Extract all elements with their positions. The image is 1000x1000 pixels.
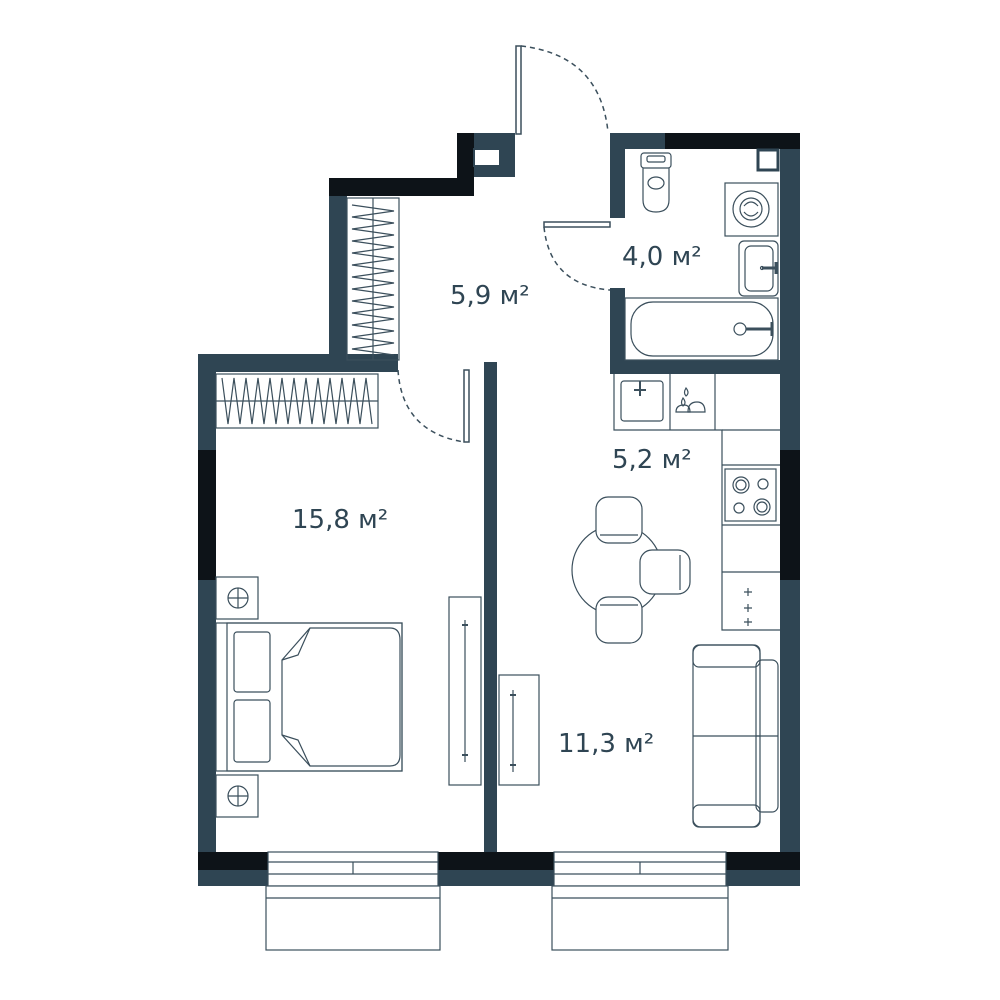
furniture [215, 152, 780, 828]
kitchen-sink [620, 380, 664, 422]
living-closet [498, 674, 540, 786]
bedroom-door [397, 369, 470, 443]
wall-dark-right [780, 450, 800, 580]
wall-bath-left-bottom [610, 288, 625, 374]
bathtub [624, 297, 779, 361]
wall-left [198, 354, 216, 886]
pillow [233, 631, 271, 693]
room-area-bedroom: 15,8 м² [292, 505, 388, 535]
room-area-living: 11,3 м² [558, 729, 654, 759]
sofa [692, 644, 779, 828]
wall-bedroom-top [198, 354, 398, 372]
pillow [233, 699, 271, 763]
bathroom-door [543, 221, 611, 291]
wall-dark-bath-top [665, 133, 800, 149]
entrance-door [515, 45, 609, 135]
room-area-kitchen: 5,2 м² [612, 445, 692, 475]
hall-wardrobe [346, 197, 400, 361]
washing-machine [724, 182, 779, 237]
nightstand-bottom [215, 774, 259, 818]
wall-niche-bottom [474, 166, 515, 177]
wall-bath-left-top [610, 133, 625, 218]
wall-dark-hall-top [329, 178, 474, 196]
doors [397, 45, 611, 443]
wall-hall-left [329, 180, 347, 372]
room-area-bathroom: 4,0 м² [622, 242, 702, 272]
stove [724, 468, 777, 522]
dishwasher [675, 386, 706, 413]
window-living [551, 851, 729, 951]
shaft [756, 148, 780, 172]
room-labels: 5,9 м² 4,0 м² 5,2 м² 15,8 м² 11,3 м² [292, 242, 702, 759]
nightstand-top [215, 576, 259, 620]
bathroom-sink [738, 240, 779, 297]
bedroom-closet [448, 596, 482, 786]
wall-bath-bottom [610, 360, 800, 374]
room-area-hall: 5,9 м² [450, 281, 530, 311]
bedroom-wardrobe [215, 373, 379, 429]
kitchen-counter [613, 374, 780, 631]
bed [215, 622, 403, 772]
wall-dark-left [198, 450, 216, 580]
toilet [640, 152, 672, 213]
wall-partition [484, 362, 497, 852]
dining-set [571, 496, 691, 644]
wall-dark-niche [457, 133, 474, 178]
wall-dark-bottom-right [726, 852, 800, 870]
oven [744, 588, 752, 626]
window-bedroom [265, 851, 441, 951]
niche-shaft [473, 148, 501, 167]
walls-dark [198, 133, 800, 870]
windows [265, 851, 729, 951]
wall-dark-bottom-left [198, 852, 268, 870]
wall-dark-bottom-mid [438, 852, 554, 870]
